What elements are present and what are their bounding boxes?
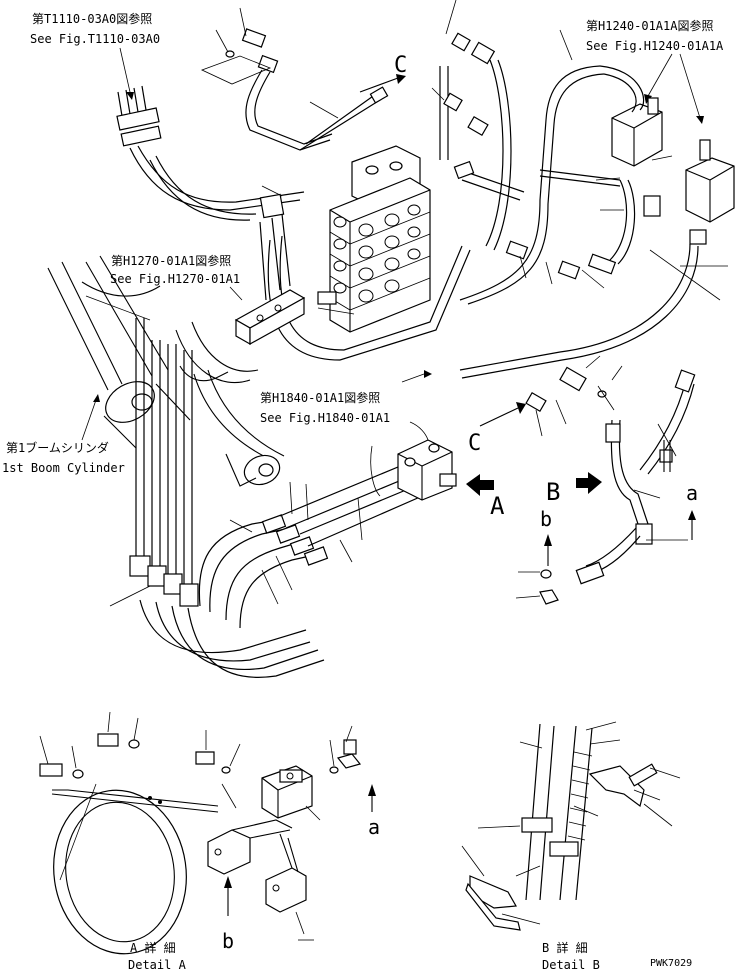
boom-valve-block — [279, 421, 457, 547]
view-letter-b-detail: b — [222, 929, 234, 953]
detail-a: a b A 詳 細 Detail A — [39, 711, 380, 971]
drawing-code: PWK7029 — [650, 958, 692, 969]
ref-label-t1110: 第T1110-03A0図参照 See Fig.T1110-03A0 — [30, 11, 160, 100]
view-letter-c-top: C — [394, 53, 407, 78]
ref-h1240-en: See Fig.H1240-01A1A — [586, 39, 724, 53]
view-letter-c-lower: C — [468, 431, 481, 456]
boom-cylinder-en: 1st Boom Cylinder — [2, 461, 125, 475]
view-b-small-arrow: b — [515, 507, 559, 605]
detail-b-label-en: Detail B — [542, 958, 600, 971]
detail-b-label-ja: B 詳 細 — [542, 940, 588, 955]
ref-t1110-ja: 第T1110-03A0図参照 — [32, 11, 152, 26]
ref-label-h1270: 第H1270-01A1図参照 See Fig.H1270-01A1 — [110, 253, 243, 301]
view-c-arrow-lower: C — [468, 355, 623, 456]
main-control-valve — [317, 145, 431, 333]
ref-label-h1840: 第H1840-01A1図参照 See Fig.H1840-01A1 — [260, 370, 432, 425]
view-letter-a: A — [490, 492, 505, 520]
view-a-small-arrow: a — [686, 481, 698, 540]
cylinder-hoses — [109, 318, 363, 678]
boom-cylinder-ja: 第1ブームシリンダ — [6, 440, 109, 455]
boom-cylinder-label: 第1ブームシリンダ 1st Boom Cylinder — [2, 394, 125, 475]
view-letter-b-small: b — [540, 507, 552, 531]
view-letter-b-large: B — [546, 478, 560, 506]
ref-h1270-en: See Fig.H1270-01A1 — [110, 272, 240, 286]
ref-h1840-en: See Fig.H1840-01A1 — [260, 411, 390, 425]
left-hose-bundle-clamps — [116, 85, 305, 221]
detail-b: B 詳 細 Detail B — [461, 721, 681, 971]
ref-h1240-ja: 第H1240-01A1A図参照 — [586, 18, 713, 33]
ref-t1110-en: See Fig.T1110-03A0 — [30, 32, 160, 46]
ref-h1840-ja: 第H1840-01A1図参照 — [260, 390, 380, 405]
view-letter-a-small-right: a — [686, 481, 698, 505]
ref-label-h1240: 第H1240-01A1A図参照 See Fig.H1240-01A1A — [586, 18, 724, 124]
top-fittings — [200, 7, 389, 151]
boom-cylinder — [47, 255, 285, 487]
view-c-arrow-top: C — [359, 53, 407, 93]
view-letter-a-detail: a — [368, 815, 380, 839]
center-hoses — [267, 0, 605, 361]
detail-a-label-en: Detail A — [128, 958, 187, 971]
detail-b-location-hoses: B — [546, 369, 696, 585]
view-a-arrow: A — [466, 474, 505, 520]
right-pilot-valves — [459, 29, 735, 379]
ref-h1270-ja: 第H1270-01A1図参照 — [111, 253, 231, 268]
detail-a-label-ja: A 詳 細 — [130, 940, 176, 955]
h1270-clamp-bar — [234, 185, 306, 346]
